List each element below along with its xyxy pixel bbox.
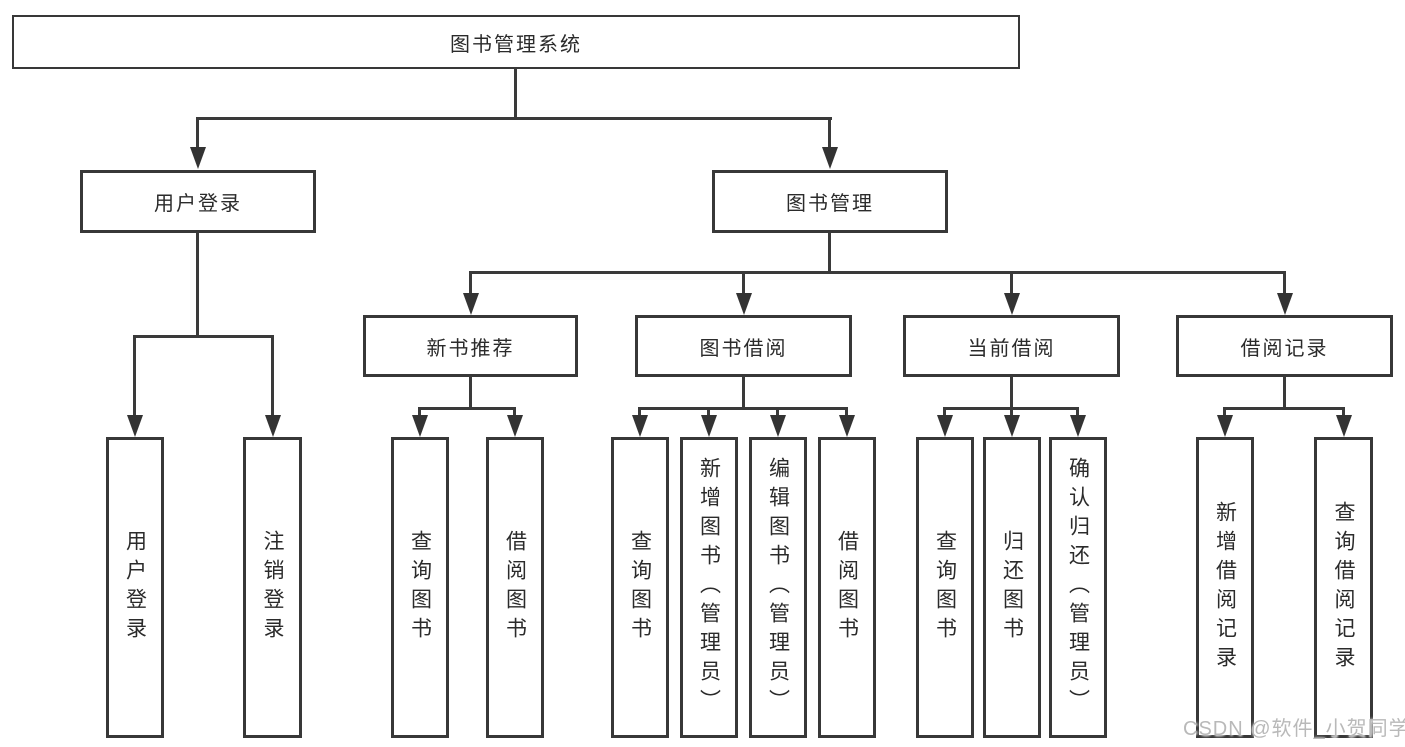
connector-line	[828, 232, 831, 274]
connector-line	[419, 407, 516, 410]
leaf-return-books: 归还图书	[983, 437, 1041, 738]
leaf-label: 归还图书	[1000, 529, 1024, 646]
node-book-management: 图书管理	[712, 170, 948, 233]
arrow-head	[265, 415, 281, 437]
arrow-head	[507, 415, 523, 437]
connector-line	[828, 117, 831, 147]
leaf-label: 注销登录	[261, 529, 285, 646]
arrow-head	[839, 415, 855, 437]
connector-line	[196, 117, 199, 147]
node-borrowing-records: 借阅记录	[1176, 315, 1393, 377]
node-library-system: 图书管理系统	[12, 15, 1020, 69]
connector-line	[742, 271, 745, 293]
arrow-head	[937, 415, 953, 437]
connector-line	[196, 232, 199, 338]
leaf-label: 新增图书（管理员）	[697, 457, 721, 718]
leaf-label: 新增借阅记录	[1213, 500, 1237, 675]
leaf-add-books-admin: 新增图书（管理员）	[680, 437, 738, 738]
connector-line	[133, 335, 136, 415]
connector-line	[469, 271, 472, 293]
leaf-user-login: 用户登录	[106, 437, 164, 738]
connector-line	[1010, 407, 1013, 415]
node-label: 用户登录	[154, 193, 242, 215]
arrow-head	[190, 147, 206, 169]
connector-line	[1342, 407, 1345, 415]
arrow-head	[1004, 293, 1020, 315]
arrow-head	[701, 415, 717, 437]
connector-line	[1010, 271, 1013, 293]
node-new-book-recommend: 新书推荐	[363, 315, 578, 377]
arrow-head	[127, 415, 143, 437]
connector-line	[1283, 376, 1286, 410]
leaf-borrow-books-recommend: 借阅图书	[486, 437, 544, 738]
connector-line	[776, 407, 779, 415]
arrow-head	[632, 415, 648, 437]
connector-line	[418, 407, 421, 415]
arrow-head	[822, 147, 838, 169]
connector-line	[469, 376, 472, 410]
leaf-query-books-recommend: 查询图书	[391, 437, 449, 738]
connector-line	[707, 407, 710, 415]
connector-line	[134, 335, 274, 338]
node-current-borrowing: 当前借阅	[903, 315, 1120, 377]
connector-line	[943, 407, 946, 415]
arrow-head	[736, 293, 752, 315]
connector-line	[514, 68, 517, 118]
connector-line	[1224, 407, 1344, 410]
arrow-head	[412, 415, 428, 437]
arrow-head	[1070, 415, 1086, 437]
leaf-label: 借阅图书	[835, 529, 859, 646]
connector-line	[845, 407, 848, 415]
connector-line	[1010, 376, 1013, 410]
leaf-add-borrow-record: 新增借阅记录	[1196, 437, 1254, 738]
arrow-head	[1217, 415, 1233, 437]
node-book-borrowing: 图书借阅	[635, 315, 852, 377]
connector-line	[197, 117, 832, 120]
node-label: 新书推荐	[426, 337, 515, 360]
connector-line	[1223, 407, 1226, 415]
connector-line	[513, 407, 516, 415]
connector-line	[639, 407, 848, 410]
leaf-logout: 注销登录	[243, 437, 302, 738]
leaf-edit-books-admin: 编辑图书（管理员）	[749, 437, 807, 738]
leaf-query-borrow-record: 查询借阅记录	[1314, 437, 1373, 738]
node-label: 图书管理	[786, 193, 874, 215]
leaf-query-books-borrow: 查询图书	[611, 437, 669, 738]
leaf-borrow-books: 借阅图书	[818, 437, 876, 738]
leaf-label: 确认归还（管理员）	[1066, 457, 1090, 718]
connector-line	[271, 335, 274, 415]
leaf-label: 查询借阅记录	[1332, 500, 1356, 675]
connector-line	[1076, 407, 1079, 415]
arrow-head	[1004, 415, 1020, 437]
arrow-head	[1277, 293, 1293, 315]
node-label: 图书管理系统	[450, 33, 582, 56]
node-label: 借阅记录	[1240, 337, 1329, 360]
arrow-head	[463, 293, 479, 315]
leaf-label: 查询图书	[628, 529, 652, 646]
leaf-confirm-return-admin: 确认归还（管理员）	[1049, 437, 1107, 738]
connector-line	[1283, 271, 1286, 293]
arrow-head	[1336, 415, 1352, 437]
csdn-watermark: CSDN @软件_小贺同学	[1183, 718, 1405, 740]
connector-line	[469, 271, 1286, 274]
leaf-query-books-current: 查询图书	[916, 437, 974, 738]
leaf-label: 查询图书	[933, 529, 957, 646]
connector-line	[742, 376, 745, 410]
connector-line	[638, 407, 641, 415]
node-label: 图书借阅	[699, 337, 788, 360]
node-user-login: 用户登录	[80, 170, 316, 233]
arrow-head	[770, 415, 786, 437]
leaf-label: 编辑图书（管理员）	[766, 457, 790, 718]
leaf-label: 查询图书	[408, 529, 432, 646]
node-label: 当前借阅	[967, 337, 1056, 360]
leaf-label: 借阅图书	[503, 529, 527, 646]
leaf-label: 用户登录	[123, 529, 147, 646]
